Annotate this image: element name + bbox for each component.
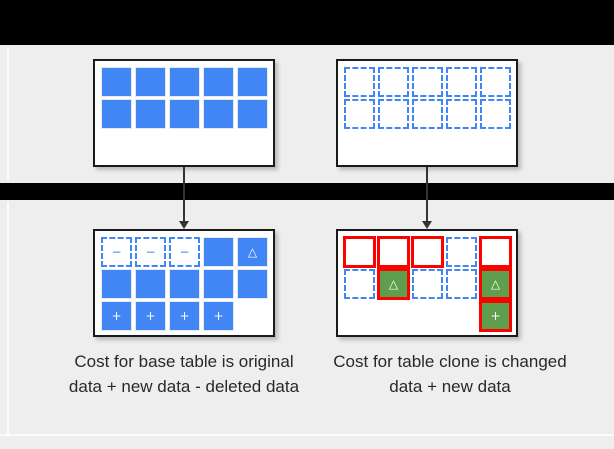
data-cell-1-4 [446, 237, 477, 267]
cell-glyph: △ [388, 277, 399, 291]
data-cell-1-2 [377, 236, 410, 268]
base-table-original-card [93, 59, 275, 167]
data-cell-1-1 [343, 236, 376, 268]
data-cell-1-1 [101, 67, 132, 97]
data-cell-2-5: △ [479, 268, 512, 300]
data-cell-2-3 [169, 99, 200, 129]
data-cell-2-5 [237, 99, 268, 129]
data-cell-2-4 [203, 99, 234, 129]
data-cell-3-3: + [169, 301, 200, 331]
data-cell-2-3 [412, 99, 443, 129]
data-cell-1-4 [446, 67, 477, 97]
data-cell-2-3 [412, 269, 443, 299]
base-table-after-changes-grid: − − − △ + + + + [101, 237, 268, 331]
base-table-after-changes-card: − − − △ + + + + [93, 229, 275, 337]
table-clone-initial-card [336, 59, 518, 167]
cell-glyph: + [490, 309, 501, 323]
cell-glyph: + [145, 309, 156, 323]
data-cell-3-5: + [479, 300, 512, 332]
data-cell-1-4 [203, 67, 234, 97]
arrow-head [422, 221, 432, 229]
cell-glyph: △ [247, 245, 258, 259]
arrow-clone-table-down [420, 167, 434, 229]
data-cell-3-5 [237, 301, 268, 331]
arrow-shaft [426, 167, 428, 221]
data-cell-3-4 [446, 301, 477, 331]
cell-glyph: − [111, 245, 122, 259]
data-cell-2-4 [446, 99, 477, 129]
data-cell-3-1 [344, 301, 375, 331]
cell-glyph: △ [490, 277, 501, 291]
data-cell-1-5 [480, 67, 511, 97]
top-black-band [0, 0, 614, 45]
data-cell-2-2 [378, 99, 409, 129]
data-cell-2-1 [344, 269, 375, 299]
data-cell-2-1 [101, 269, 132, 299]
base-table-original-grid [101, 67, 268, 129]
data-cell-1-5 [479, 236, 512, 268]
data-cell-1-2: − [135, 237, 166, 267]
data-cell-3-4: + [203, 301, 234, 331]
table-clone-initial-grid [344, 67, 511, 129]
data-cell-2-1 [344, 99, 375, 129]
data-cell-2-5 [237, 269, 268, 299]
arrow-shaft [183, 167, 185, 221]
table-clone-after-changes-card: △ △ + [336, 229, 518, 337]
caption-table-clone-cost: Cost for table clone is changed data + n… [333, 352, 567, 396]
data-cell-1-2 [378, 67, 409, 97]
data-cell-3-3 [412, 301, 443, 331]
data-cell-1-5 [237, 67, 268, 97]
data-cell-1-3: − [169, 237, 200, 267]
data-cell-2-1 [101, 99, 132, 129]
left-guide-rail-lower [7, 202, 9, 434]
data-cell-2-3 [169, 269, 200, 299]
data-cell-2-5 [480, 99, 511, 129]
data-cell-1-3 [412, 67, 443, 97]
arrow-head [179, 221, 189, 229]
data-cell-2-4 [203, 269, 234, 299]
cell-glyph: − [179, 245, 190, 259]
data-cell-2-2 [135, 269, 166, 299]
data-cell-2-4 [446, 269, 477, 299]
data-cell-3-2 [378, 301, 409, 331]
table-clone-after-changes-grid: △ △ + [343, 236, 512, 332]
data-cell-2-2 [135, 99, 166, 129]
data-cell-2-2: △ [377, 268, 410, 300]
data-cell-1-3 [169, 67, 200, 97]
bottom-guide-rail [0, 434, 614, 436]
data-cell-1-4 [203, 237, 234, 267]
data-cell-1-3 [411, 236, 444, 268]
cell-glyph: − [145, 245, 156, 259]
data-cell-1-1 [344, 67, 375, 97]
data-cell-3-1: + [101, 301, 132, 331]
caption-base-table-cost: Cost for base table is original data + n… [68, 352, 300, 396]
cell-glyph: + [179, 309, 190, 323]
left-guide-rail-upper [7, 47, 9, 181]
data-cell-3-2: + [135, 301, 166, 331]
cell-glyph: + [111, 309, 122, 323]
data-cell-1-1: − [101, 237, 132, 267]
middle-black-band [0, 183, 614, 200]
data-cell-1-2 [135, 67, 166, 97]
data-cell-1-5: △ [237, 237, 268, 267]
arrow-base-table-down [177, 167, 191, 229]
cell-glyph: + [213, 309, 224, 323]
